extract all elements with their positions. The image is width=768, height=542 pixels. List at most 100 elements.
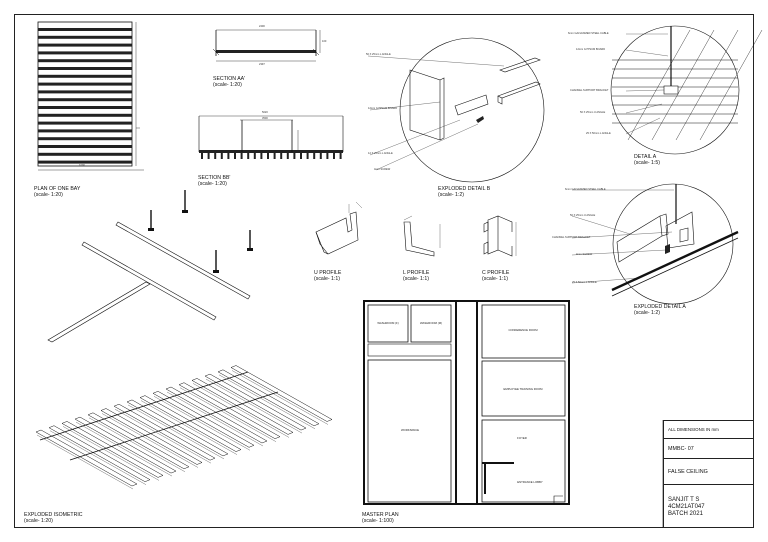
room-entrance-lobby: ENTRANCE LOBBY bbox=[517, 480, 543, 484]
plan-slat bbox=[38, 59, 132, 63]
c-profile-drawing bbox=[483, 215, 517, 257]
title-block-dimensions-note: ALL DIMENSIONS IN mm bbox=[664, 421, 754, 439]
iso-slat bbox=[152, 391, 255, 448]
author-batch: BATCH 2021 bbox=[668, 510, 703, 517]
iso-slat bbox=[139, 395, 242, 452]
iso-slat bbox=[100, 408, 203, 465]
title-block-sheet-title: FALSE CEILING bbox=[664, 459, 754, 485]
iso-slat-edge bbox=[192, 383, 290, 438]
title-block-sheet-code: MMBC- 07 bbox=[664, 439, 754, 459]
label-master-plan: MASTER PLAN (scale- 1:100) bbox=[362, 512, 399, 525]
iso-slat-edge bbox=[179, 387, 277, 442]
dim-bb-top: 5020 bbox=[262, 111, 268, 114]
iso-slat-edge bbox=[231, 370, 329, 425]
callout-a-l-angle: 25 X 50mm L ANGLE bbox=[586, 132, 611, 135]
room-workspace: WORKSPACE bbox=[401, 428, 419, 432]
section-bb-slat bbox=[240, 153, 243, 159]
plan-slat bbox=[38, 98, 132, 102]
room-washroom-m: WASHROOM (M) bbox=[420, 321, 442, 325]
label-c-profile: C PROFILE (scale- 1:1) bbox=[482, 270, 510, 283]
iso-slat bbox=[126, 399, 229, 457]
iso-slat bbox=[61, 421, 164, 478]
author-roll: 4CM21AT047 bbox=[668, 503, 705, 510]
exploded-isometric bbox=[35, 190, 333, 490]
section-bb-slat bbox=[227, 153, 230, 159]
room-employee-training: EMPLOYEE TRAINING ROOM bbox=[503, 387, 543, 391]
iso-slat-edge bbox=[153, 396, 251, 451]
dim-aa-top: 2400 bbox=[259, 25, 265, 28]
callout-b-l-angle: 12 X 25mm L ANGLE bbox=[368, 152, 393, 155]
detail-a-runner bbox=[699, 29, 763, 141]
callout-b-angle: 50 X 25mm L ANGLE bbox=[366, 53, 391, 56]
dim-plan-width: 1000 bbox=[79, 164, 85, 167]
dim-bb-mid: 3500 bbox=[262, 117, 268, 120]
callout-b-gypsum: 12mm GYPSUM BOARD bbox=[368, 107, 398, 110]
plan-slat bbox=[38, 106, 132, 109]
callout-a-u-angle: 50 X 25mm U ANGLE bbox=[580, 111, 606, 114]
label-section-bb: SECTION BB' (scale- 1:20) bbox=[198, 175, 231, 188]
plan-slat bbox=[38, 152, 132, 156]
iso-slat-edge bbox=[49, 430, 147, 485]
label-u-profile: U PROFILE (scale- 1:1) bbox=[314, 270, 342, 283]
plan-slat bbox=[38, 28, 132, 31]
label-exploded-detail-a: EXPLODED DETAIL A (scale- 1:2) bbox=[634, 304, 686, 317]
plan-of-one-bay bbox=[37, 21, 144, 171]
iso-slat bbox=[87, 412, 190, 470]
section-bb bbox=[198, 115, 344, 159]
iso-slat-edge bbox=[62, 426, 160, 481]
section-bb-slat bbox=[293, 153, 296, 159]
callout-ea-l-angle: 25 X 50mm L ANGLE bbox=[572, 281, 597, 284]
dim-aa-side: 100 bbox=[322, 40, 327, 43]
plan-slat bbox=[38, 90, 132, 94]
section-bb-slat bbox=[220, 153, 223, 159]
section-bb-slat bbox=[260, 153, 263, 159]
plan-slat bbox=[38, 137, 132, 141]
plan-slat bbox=[38, 35, 132, 39]
label-exploded-detail-b: EXPLODED DETAIL B (scale- 1:2) bbox=[438, 186, 491, 199]
plan-slat bbox=[38, 129, 132, 133]
section-bb-slat bbox=[267, 153, 269, 159]
callout-ea-bracket: CHANNEL SUPPORT BRACKET bbox=[552, 236, 591, 239]
detail-a bbox=[610, 25, 763, 155]
callout-ea-u-angle: 50 X 25mm U ANGLE bbox=[570, 214, 596, 217]
iso-slat bbox=[217, 369, 320, 427]
section-bb-slat bbox=[207, 153, 210, 159]
callout-a-bracket: CHANNEL SUPPORT BRACKET bbox=[570, 89, 609, 92]
callout-a-gypsum: 12mm GYPSUM BOARD bbox=[576, 48, 606, 51]
iso-slat-edge bbox=[75, 421, 173, 477]
iso-slat-edge bbox=[140, 400, 238, 455]
exploded-detail-a bbox=[571, 183, 739, 305]
iso-slat bbox=[48, 425, 151, 482]
iso-slat-edge bbox=[114, 409, 212, 464]
section-bb-slat bbox=[313, 153, 316, 159]
exploded-detail-b bbox=[367, 37, 545, 183]
room-washroom-f: WASHROOM (F) bbox=[377, 321, 399, 325]
master-plan bbox=[363, 300, 570, 505]
iso-slat-edge bbox=[205, 378, 303, 434]
label-section-aa: SECTION AA' (scale- 1:20) bbox=[213, 76, 246, 89]
plan-slat bbox=[38, 113, 132, 117]
section-aa bbox=[212, 29, 321, 62]
iso-slat-edge bbox=[88, 417, 186, 472]
sheet-border bbox=[14, 14, 754, 528]
section-bb-slat bbox=[273, 153, 276, 159]
section-bb-slat bbox=[319, 153, 322, 159]
section-bb-slat bbox=[306, 153, 309, 159]
l-profile-drawing bbox=[403, 215, 441, 257]
label-l-profile: L PROFILE (scale- 1:1) bbox=[403, 270, 430, 283]
iso-slat-edge bbox=[166, 391, 264, 447]
iso-slat bbox=[35, 429, 138, 487]
iso-slat bbox=[204, 373, 307, 431]
iso-slat-edge bbox=[218, 374, 316, 429]
section-bb-slat bbox=[326, 153, 329, 159]
dim-aa-bottom: 2397 bbox=[259, 63, 265, 66]
iso-slat-edge bbox=[101, 413, 199, 468]
detail-a-runner bbox=[627, 29, 691, 141]
plan-slat bbox=[38, 160, 132, 164]
iso-slat-edge bbox=[36, 434, 134, 490]
iso-slat bbox=[113, 403, 216, 461]
callout-ea-screw: 4mm SCREW bbox=[576, 253, 593, 256]
iso-slat bbox=[165, 386, 268, 444]
